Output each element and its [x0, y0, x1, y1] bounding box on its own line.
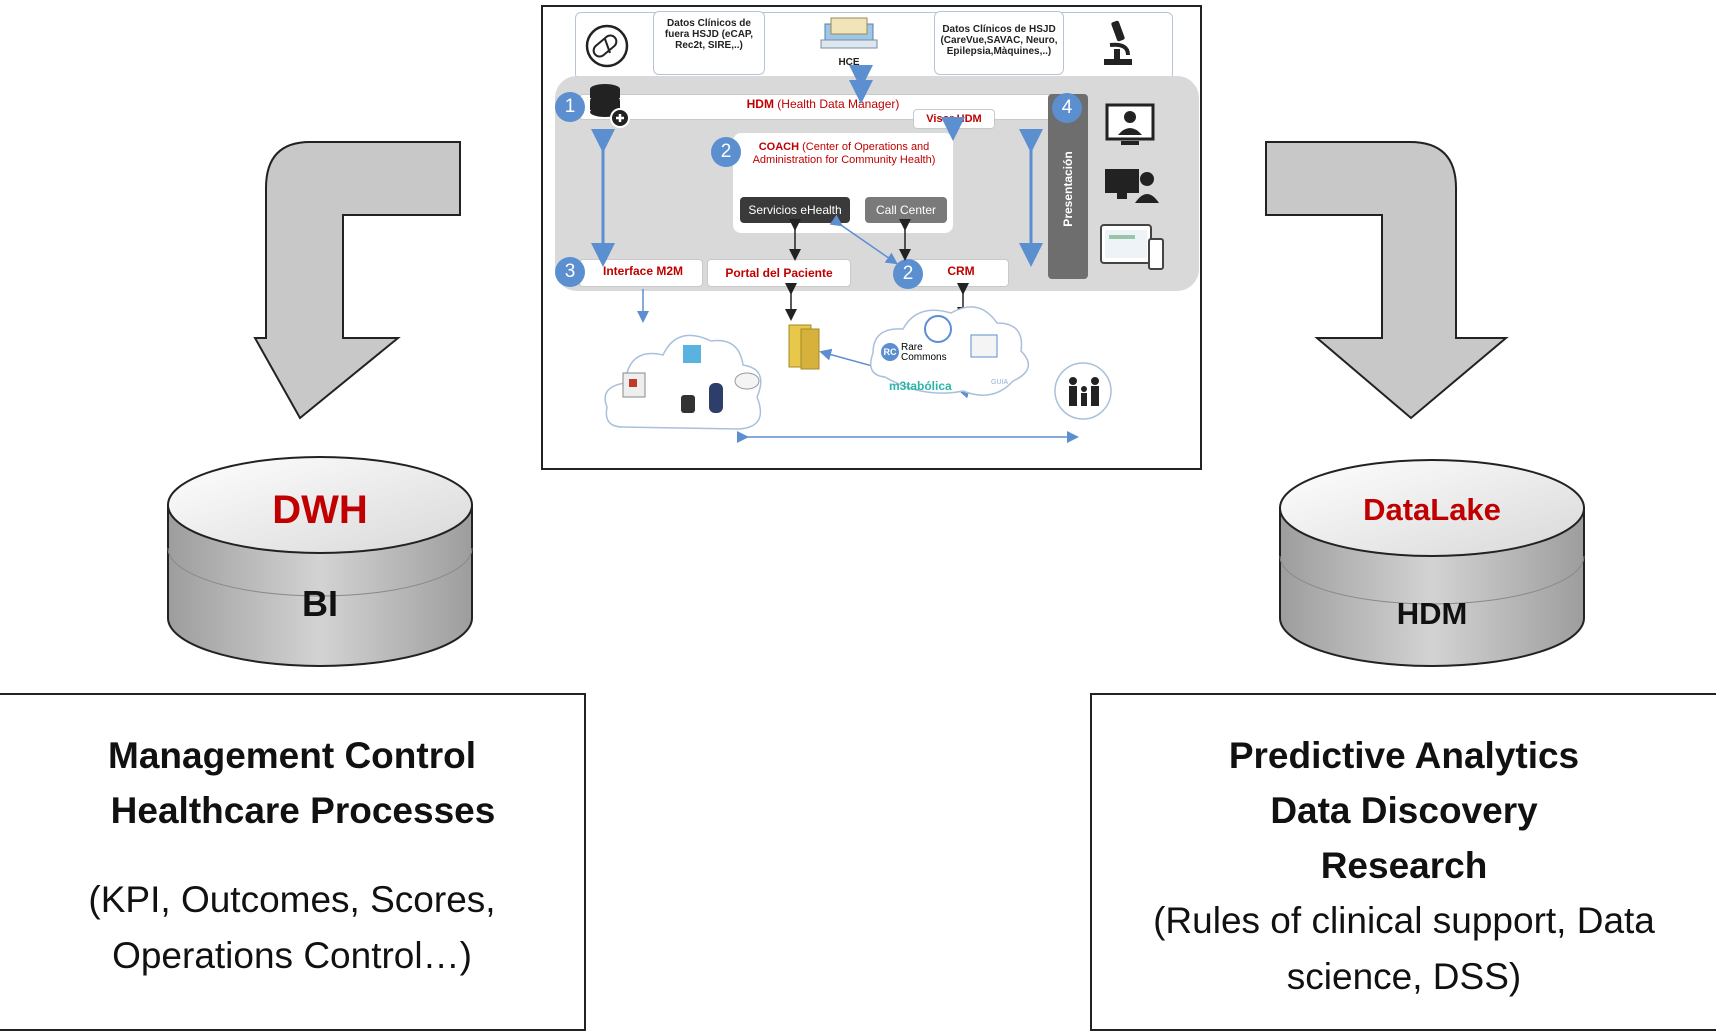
hdm-db-label: HDM: [1396, 596, 1468, 631]
doctor-screen-icon: [1105, 103, 1155, 145]
right-bent-arrow: [1265, 141, 1509, 420]
coach-title: COACH: [758, 141, 800, 153]
pills-icon: [585, 24, 629, 68]
crm-number-badge: 2: [893, 259, 923, 289]
bi-label: BI: [302, 583, 338, 624]
left-box-line2: Healthcare Processes: [110, 790, 496, 831]
tablet-phone-icon: [1100, 224, 1164, 270]
guia-logo: GUIA: [991, 379, 1009, 386]
hce-label: HCE: [838, 57, 860, 68]
presentation-column: [1048, 94, 1088, 279]
hdm-number-badge: 1: [555, 92, 585, 122]
datalake-database-icon: [1279, 459, 1585, 667]
dwh-database-icon: [167, 456, 473, 667]
rare-commons-badge: RC: [881, 343, 899, 361]
portal-del-paciente: Portal del Paciente: [707, 259, 851, 287]
presentation-number-badge: 4: [1052, 93, 1082, 123]
left-bent-arrow: [253, 141, 461, 420]
left-box-line4: Operations Control…): [112, 935, 472, 976]
microscope-icon: [1104, 20, 1132, 65]
predictive-analytics-box: Predictive Analytics Data Discovery Rese…: [1090, 693, 1716, 1031]
rare-commons-logo: Rare Commons: [901, 343, 947, 363]
dwh-label: DWH: [272, 488, 368, 532]
database-add-icon: [590, 84, 630, 128]
services-cloud-icon: [870, 306, 1030, 396]
right-box-line3: Research: [1320, 845, 1488, 886]
right-box-line2: Data Discovery: [1270, 790, 1538, 831]
internal-clinical-data: Datos Clínicos de HSJD (CareVue,SAVAC, N…: [934, 11, 1064, 75]
hdm-title: HDM: [746, 97, 774, 111]
user-computer-icon: [1105, 169, 1159, 203]
datalake-label: DataLake: [1363, 492, 1501, 527]
hce-records-icon: [820, 17, 878, 49]
coach-number-badge: 2: [711, 137, 741, 167]
connector-arrows: [591, 65, 1112, 443]
right-box-line5: science, DSS): [1286, 956, 1522, 997]
commons-label: Commons: [901, 352, 947, 363]
right-box-line1: Predictive Analytics: [1228, 735, 1580, 776]
right-box-line4: (Rules of clinical support, Data: [1153, 900, 1655, 941]
crm-label: CRM: [947, 264, 975, 278]
external-clinical-data: Datos Clínicos de fuera HSJD (eCAP, Rec2…: [653, 11, 765, 75]
family-icon: [1069, 377, 1099, 406]
coach-subtitle: (Center of Operations and Administration…: [752, 141, 936, 166]
coach-text: COACH (Center of Operations and Administ…: [739, 141, 949, 167]
m2m-number-badge: 3: [555, 257, 585, 287]
rare-label: Rare: [901, 342, 923, 353]
left-box-line1: Management Control: [108, 735, 476, 776]
management-control-box: Management Control Healthcare Processes …: [0, 693, 586, 1031]
left-box-line3: (KPI, Outcomes, Scores,: [88, 879, 496, 920]
metabolica-logo: m3tabólica: [889, 379, 952, 393]
interface-m2m-label: Interface M2M: [602, 264, 684, 278]
architecture-diagram: Datos Clínicos de fuera HSJD (eCAP, Rec2…: [541, 5, 1202, 470]
